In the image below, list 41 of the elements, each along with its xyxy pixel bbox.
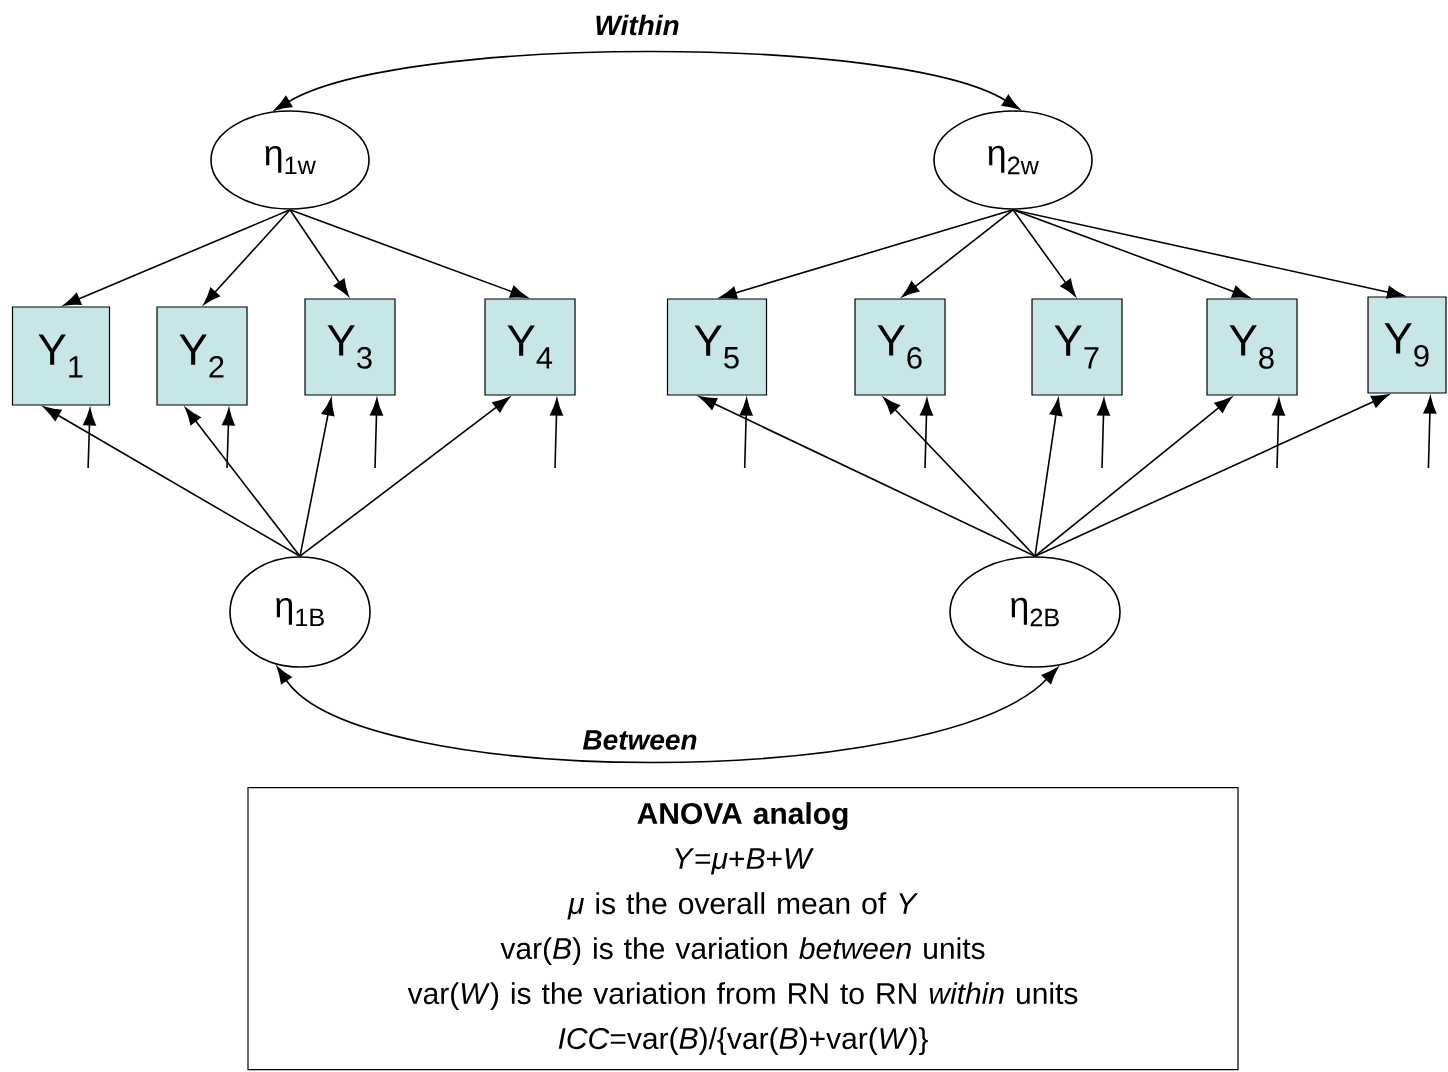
indicator-box: Y$_{4}$ [484, 298, 576, 396]
covariance-arrow [274, 50, 1020, 111]
arrow [43, 406, 301, 557]
arrow [299, 396, 510, 557]
indicator-box: Y$_{3}$ [304, 298, 396, 396]
edge-label: Between [580, 728, 700, 752]
edge-label: Within [592, 12, 682, 38]
arrow [883, 397, 1036, 557]
arrow [1012, 209, 1250, 298]
error-arrow [221, 408, 235, 469]
error-arrow [83, 408, 96, 469]
arrow [289, 209, 528, 298]
arrow [185, 407, 301, 557]
indicator-box: Y$_{5}$ [666, 298, 768, 396]
error-arrow [1272, 398, 1285, 469]
indicator-box: Y$_{6}$ [854, 298, 946, 396]
indicator-box: Y$_{8}$ [1206, 298, 1298, 396]
arrow [1012, 209, 1405, 299]
arrow [719, 209, 1014, 300]
arrow [63, 209, 291, 306]
indicator-box: Y$_{1}$ [11, 306, 111, 406]
indicator-box: Y$_{2}$ [156, 306, 248, 406]
error-arrow [1097, 398, 1110, 469]
arrow [203, 209, 291, 305]
arrow [1034, 394, 1389, 557]
arrow [699, 396, 1036, 557]
arrow [289, 209, 349, 297]
error-arrow [920, 398, 933, 469]
indicator-box: Y$_{7}$ [1031, 298, 1123, 396]
arrow [1012, 209, 1076, 297]
error-arrow [1423, 396, 1437, 469]
error-arrow [370, 398, 383, 469]
arrow [1034, 398, 1063, 557]
error-arrow [739, 398, 753, 469]
error-arrow [550, 398, 563, 469]
arrow [299, 398, 335, 557]
indicator-box: Y$_{9}$ [1367, 296, 1447, 394]
covariance-arrow [276, 666, 1059, 764]
arrow [1034, 397, 1232, 557]
text-box: ANOVA analog Y=μ+B+W μ is the overall mean of Y var(B) is the variation between units var(W) is the variation from RN to RN within units ICC=var(B)/{var(B)+var(W)} [247, 787, 1239, 1071]
arrow [902, 209, 1014, 298]
